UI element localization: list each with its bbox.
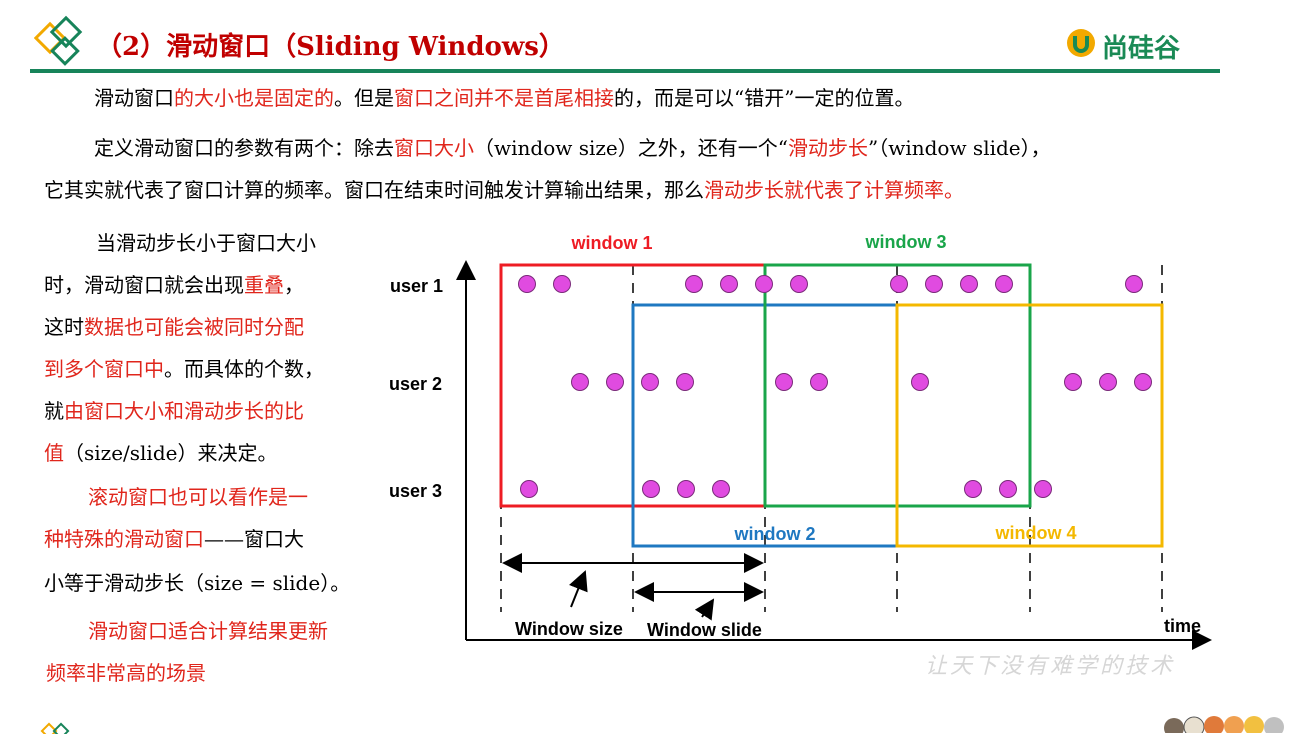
event-dot <box>1125 275 1143 293</box>
event-dot <box>890 275 908 293</box>
event-dot <box>1034 480 1052 498</box>
text-segment: 的，而是可以“错开”一定的位置。 <box>614 86 915 110</box>
side-text-line-4: 到多个窗口中。而具体的个数， <box>44 348 324 390</box>
brand-logo-text: 尚硅谷 <box>1102 34 1181 64</box>
paragraph-1: 滑动窗口的大小也是固定的。但是窗口之间并不是首尾相接的，而是可以“错开”一定的位… <box>94 77 914 119</box>
text-segment: 数据也可能会被同时分配 <box>84 315 304 339</box>
user-2-label: user 2 <box>389 374 442 394</box>
window-size-label: Window size <box>515 619 623 639</box>
header-divider <box>30 69 1220 73</box>
paragraph-3: 它其实就代表了窗口计算的频率。窗口在结束时间触发计算输出结果，那么滑动步长就代表… <box>44 169 964 211</box>
text-segment: 由窗口大小和滑动步长的比 <box>64 399 304 423</box>
side-text-line-8: 种特殊的滑动窗口——窗口大 <box>44 518 304 560</box>
text-segment: 小等于滑动步长（size = slide）。 <box>44 571 351 595</box>
event-dot <box>518 275 536 293</box>
window-1-label: window 1 <box>571 233 653 253</box>
event-dot <box>925 275 943 293</box>
window-4-label: window 4 <box>995 523 1077 543</box>
event-dot <box>1099 373 1117 391</box>
text-segment: 滑动步长 <box>787 136 868 160</box>
text-segment: 窗口大小 <box>394 136 474 160</box>
side-text-line-5: 就由窗口大小和滑动步长的比 <box>44 390 304 432</box>
window-slide-label: Window slide <box>647 620 762 640</box>
text-segment: ”（window slide）， <box>867 136 1051 160</box>
window-4-rect <box>895 303 1164 548</box>
window-size-pointer <box>569 570 588 608</box>
window-slide-pointer <box>694 598 715 621</box>
text-segment: 种特殊的滑动窗口 <box>44 527 204 551</box>
event-dot <box>995 275 1013 293</box>
event-dot <box>775 373 793 391</box>
text-segment: 当滑动步长小于窗口大小 <box>96 231 316 255</box>
window-3-label: window 3 <box>865 232 947 252</box>
watermark: 让天下没有难学的技术 <box>925 654 1176 679</box>
side-text-line-11: 频率非常高的场景 <box>46 652 206 694</box>
text-segment: 频率非常高的场景 <box>46 661 206 685</box>
event-dot <box>571 373 589 391</box>
side-text-line-2: 时，滑动窗口就会出现重叠， <box>44 264 304 306</box>
text-segment: 定义滑动窗口的参数有两个：除去 <box>94 136 394 160</box>
text-segment: 滚动窗口也可以看作是一 <box>88 485 308 509</box>
paragraph-2: 定义滑动窗口的参数有两个：除去窗口大小（window size）之外，还有一个“… <box>94 127 1051 169</box>
text-segment: ——窗口大 <box>204 527 304 551</box>
event-dot <box>790 275 808 293</box>
text-segment: 时，滑动窗口就会出现 <box>44 273 244 297</box>
side-text-line-10: 滑动窗口适合计算结果更新 <box>88 610 328 652</box>
event-dot <box>810 373 828 391</box>
mascot-animals-icon <box>1164 716 1284 733</box>
text-segment: 窗口之间并不是首尾相接 <box>394 86 614 110</box>
event-dot <box>712 480 730 498</box>
event-dot <box>553 275 571 293</box>
text-segment: 滑动步长就代表了计算频率。 <box>704 178 964 202</box>
event-dot <box>911 373 929 391</box>
user-3-events <box>520 480 1052 498</box>
time-boundaries <box>500 265 1163 612</box>
text-segment: 它其实就代表了窗口计算的频率。窗口在结束时间触发计算输出结果，那么 <box>44 178 704 202</box>
side-text-line-9: 小等于滑动步长（size = slide）。 <box>44 562 350 604</box>
event-dot <box>606 373 624 391</box>
footer-diamond-icon <box>40 722 70 734</box>
text-segment: 滑动窗口 <box>94 86 174 110</box>
text-segment: 。而具体的个数， <box>164 357 324 381</box>
time-label: time <box>1164 616 1201 636</box>
brand-logo-icon <box>1067 29 1095 57</box>
side-text-line-1: 当滑动步长小于窗口大小 <box>96 222 316 264</box>
text-segment: 的大小也是固定的 <box>174 86 334 110</box>
event-dot <box>641 373 659 391</box>
event-dot <box>676 373 694 391</box>
event-dot <box>1134 373 1152 391</box>
user-2-events <box>571 373 1152 391</box>
side-text-line-3: 这时数据也可能会被同时分配 <box>44 306 304 348</box>
text-segment: 滑动窗口适合计算结果更新 <box>88 619 328 643</box>
event-dot <box>1064 373 1082 391</box>
text-segment: 到多个窗口中 <box>44 357 164 381</box>
event-dot <box>999 480 1017 498</box>
logo-diamonds <box>34 15 83 66</box>
event-dot <box>960 275 978 293</box>
event-dot <box>964 480 982 498</box>
event-dot <box>520 480 538 498</box>
text-segment: 重叠 <box>244 273 284 297</box>
event-dot <box>755 275 773 293</box>
user-1-events <box>518 275 1143 293</box>
text-segment: 这时 <box>44 315 84 339</box>
page-title: （2）滑动窗口（Sliding Windows） <box>96 32 565 62</box>
side-text-line-6: 值（size/slide）来决定。 <box>44 432 277 474</box>
text-segment: （size/slide）来决定。 <box>64 441 278 465</box>
text-segment: 就 <box>44 399 64 423</box>
event-dot <box>642 480 660 498</box>
side-text-line-7: 滚动窗口也可以看作是一 <box>88 476 308 518</box>
user-1-label: user 1 <box>390 276 443 296</box>
text-segment: 值 <box>44 441 64 465</box>
text-segment: ， <box>284 273 304 297</box>
window-2-label: window 2 <box>734 524 816 544</box>
event-dot <box>685 275 703 293</box>
event-dot <box>677 480 695 498</box>
text-segment: （window size）之外，还有一个“ <box>474 136 788 160</box>
user-3-label: user 3 <box>389 481 442 501</box>
text-segment: 。但是 <box>334 86 394 110</box>
event-dot <box>720 275 738 293</box>
